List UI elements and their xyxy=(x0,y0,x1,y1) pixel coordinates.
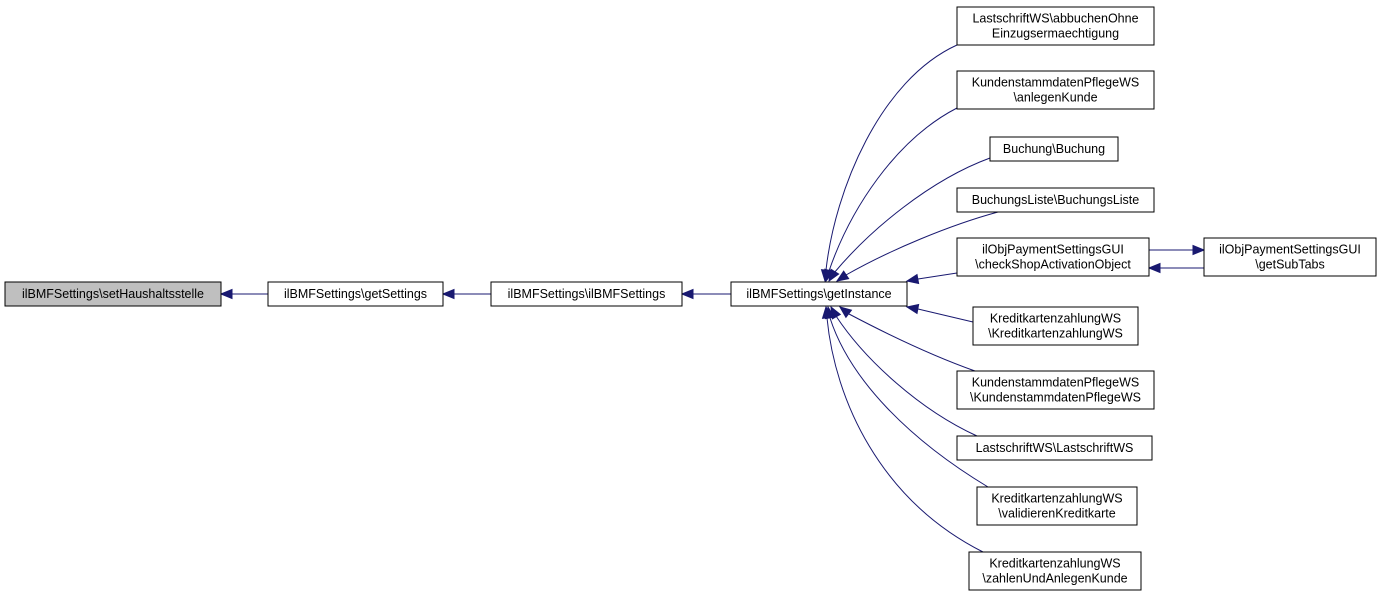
node-box xyxy=(956,187,1155,213)
edge-getSubTabs-to-checkShop xyxy=(1147,262,1204,274)
node-label: ilBMFSettings\getSettings xyxy=(284,287,427,301)
node-box xyxy=(956,6,1155,46)
node-setHaushaltsstelle[interactable]: ilBMFSettings\setHaushaltsstelle xyxy=(4,281,222,307)
arrowhead-icon xyxy=(441,288,455,300)
arrowhead-icon xyxy=(828,268,840,283)
edge-kreditCtor-to-getInstance xyxy=(905,303,974,323)
edge-line xyxy=(845,211,999,276)
nodes-layer: ilBMFSettings\setHaushaltsstelle ilBMFSet… xyxy=(4,6,1377,591)
node-label: \validierenKreditkarte xyxy=(998,507,1115,521)
node-getSubTabs[interactable]: ilObjPaymentSettingsGUI\getSubTabs xyxy=(1203,237,1377,277)
node-zahlen[interactable]: KreditkartenzahlungWS\zahlenUndAnlegenKu… xyxy=(968,551,1142,591)
node-label: KreditkartenzahlungWS xyxy=(989,557,1120,571)
arrowhead-icon xyxy=(1192,244,1206,256)
edge-checkShop-to-getInstance xyxy=(905,272,958,285)
node-label: ilBMFSettings\setHaushaltsstelle xyxy=(22,287,204,301)
node-label: BuchungsListe\BuchungsListe xyxy=(972,193,1140,207)
arrowhead-icon xyxy=(821,305,833,319)
node-label: KundenstammdatenPflegeWS xyxy=(972,76,1139,90)
edge-getSettings-to-setHaushaltsstelle xyxy=(219,288,268,300)
node-box xyxy=(490,281,683,307)
arrowhead-icon xyxy=(835,270,850,282)
edges-layer xyxy=(219,44,1206,553)
edge-line xyxy=(833,157,991,274)
node-label: LastschriftWS\abbuchenOhne xyxy=(972,12,1138,26)
edge-anlegenKunde-to-getInstance xyxy=(824,107,958,283)
node-label: \KundenstammdatenPflegeWS xyxy=(970,391,1141,405)
node-label: \checkShopActivationObject xyxy=(975,258,1131,272)
edge-ctor-to-getSettings xyxy=(441,288,491,300)
node-label: LastschriftWS\LastschriftWS xyxy=(976,441,1134,455)
node-box xyxy=(730,281,908,307)
node-getSettings[interactable]: ilBMFSettings\getSettings xyxy=(267,281,444,307)
node-label: \zahlenUndAnlegenKunde xyxy=(982,572,1127,586)
node-label: ilObjPaymentSettingsGUI xyxy=(1219,243,1361,257)
arrowhead-icon xyxy=(1147,262,1161,274)
edge-line xyxy=(825,44,958,271)
arrowhead-icon xyxy=(838,306,853,319)
node-box xyxy=(1203,237,1377,277)
edge-buchungsListe-to-getInstance xyxy=(835,211,999,282)
node-box xyxy=(4,281,222,307)
node-label: KundenstammdatenPflegeWS xyxy=(972,376,1139,390)
node-label: ilBMFSettings\getInstance xyxy=(746,287,891,301)
node-label: KreditkartenzahlungWS xyxy=(990,312,1121,326)
node-box xyxy=(956,370,1155,410)
edge-line xyxy=(917,308,974,323)
node-ctor[interactable]: ilBMFSettings\ilBMFSettings xyxy=(490,281,683,307)
node-kundenCtor[interactable]: KundenstammdatenPflegeWS\Kundenstammdate… xyxy=(956,370,1155,410)
edge-line xyxy=(848,313,976,372)
node-box xyxy=(956,70,1155,110)
node-checkShop[interactable]: ilObjPaymentSettingsGUI\checkShopActivat… xyxy=(956,237,1150,277)
node-label: ilObjPaymentSettingsGUI xyxy=(982,243,1124,257)
node-validieren[interactable]: KreditkartenzahlungWS\validierenKreditka… xyxy=(976,486,1138,526)
arrowhead-icon xyxy=(219,288,233,300)
node-label: ilBMFSettings\ilBMFSettings xyxy=(508,287,666,301)
edge-abbuchen-to-getInstance xyxy=(820,44,958,283)
edge-zahlen-to-getInstance xyxy=(821,305,984,553)
node-lastCtor[interactable]: LastschriftWS\LastschriftWS xyxy=(956,435,1153,461)
node-box xyxy=(956,435,1153,461)
node-getInstance[interactable]: ilBMFSettings\getInstance xyxy=(730,281,908,307)
edge-buchung-to-getInstance xyxy=(828,157,991,283)
node-kreditCtor[interactable]: KreditkartenzahlungWS\Kreditkartenzahlun… xyxy=(972,306,1139,346)
node-label: KreditkartenzahlungWS xyxy=(991,492,1122,506)
node-anlegenKunde[interactable]: KundenstammdatenPflegeWS\anlegenKunde xyxy=(956,70,1155,110)
node-buchungsListe[interactable]: BuchungsListe\BuchungsListe xyxy=(956,187,1155,213)
edge-line xyxy=(829,317,989,488)
node-box xyxy=(968,551,1142,591)
edge-getInstance-to-ctor xyxy=(680,288,731,300)
edge-line xyxy=(826,317,984,553)
node-label: Buchung\Buchung xyxy=(1003,142,1105,156)
node-abbuchen[interactable]: LastschriftWS\abbuchenOhneEinzugsermaech… xyxy=(956,6,1155,46)
node-label: Einzugsermaechtigung xyxy=(992,27,1119,41)
arrowhead-icon xyxy=(905,273,920,285)
arrowhead-icon xyxy=(905,303,920,315)
node-label: \getSubTabs xyxy=(1255,258,1325,272)
node-box xyxy=(989,136,1119,162)
edge-line xyxy=(917,272,958,280)
node-box xyxy=(956,237,1150,277)
edge-lastCtor-to-getInstance xyxy=(830,305,978,437)
node-label: \anlegenKunde xyxy=(1013,91,1097,105)
edge-checkShop-to-getSubTabs xyxy=(1148,244,1206,256)
edge-line xyxy=(835,315,978,437)
node-label: \KreditkartenzahlungWS xyxy=(988,327,1123,341)
node-box xyxy=(267,281,444,307)
edge-line xyxy=(828,107,958,272)
edge-kundenCtor-to-getInstance xyxy=(838,306,976,372)
node-box xyxy=(976,486,1138,526)
node-box xyxy=(972,306,1139,346)
node-buchung[interactable]: Buchung\Buchung xyxy=(989,136,1119,162)
arrowhead-icon xyxy=(680,288,694,300)
